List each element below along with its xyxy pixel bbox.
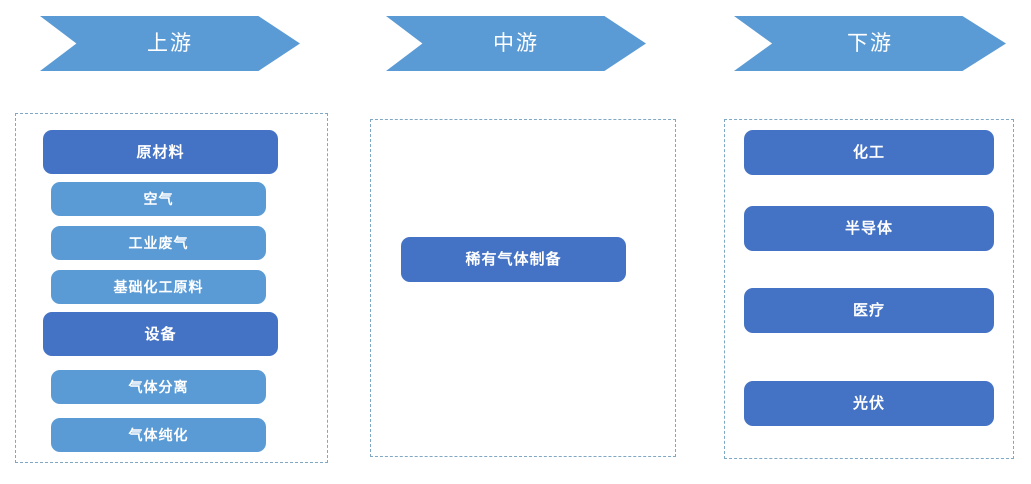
node-upstream-4: 设备	[43, 312, 278, 356]
node-upstream-1: 空气	[51, 182, 266, 216]
node-label-upstream-0: 原材料	[136, 143, 185, 161]
node-label-upstream-1: 空气	[143, 191, 174, 207]
column-upstream: 上游 原材料 空气 工业废气 基础化工原料 设备 气体分离 气体纯化	[15, 0, 328, 484]
column-midstream: 中游 稀有气体制备	[370, 0, 676, 484]
node-label-upstream-5: 气体分离	[128, 379, 189, 395]
node-label-downstream-0: 化工	[852, 144, 885, 161]
node-midstream-0: 稀有气体制备	[401, 237, 626, 282]
node-label-upstream-3: 基础化工原料	[113, 279, 204, 295]
chevron-header-midstream: 中游	[386, 16, 646, 71]
node-upstream-5: 气体分离	[51, 370, 266, 404]
node-label-downstream-1: 半导体	[844, 220, 893, 237]
chevron-header-downstream: 下游	[734, 16, 1006, 71]
chevron-header-upstream: 上游	[40, 16, 300, 71]
chevron-label-downstream: 下游	[847, 32, 893, 55]
node-label-downstream-3: 光伏	[852, 395, 885, 412]
dashed-container-midstream	[370, 119, 676, 457]
node-label-upstream-2: 工业废气	[128, 235, 189, 251]
dashed-container-upstream	[15, 113, 328, 463]
node-upstream-6: 气体纯化	[51, 418, 266, 452]
node-downstream-0: 化工	[744, 130, 994, 175]
node-downstream-2: 医疗	[744, 288, 994, 333]
node-upstream-3: 基础化工原料	[51, 270, 266, 304]
node-label-upstream-4: 设备	[144, 325, 177, 343]
node-label-downstream-2: 医疗	[852, 302, 885, 319]
node-downstream-3: 光伏	[744, 381, 994, 426]
node-upstream-0: 原材料	[43, 130, 278, 174]
chevron-label-midstream: 中游	[493, 32, 539, 55]
node-label-midstream-0: 稀有气体制备	[465, 251, 562, 268]
chevron-label-upstream: 上游	[147, 32, 193, 55]
node-label-upstream-6: 气体纯化	[128, 427, 189, 443]
node-downstream-1: 半导体	[744, 206, 994, 251]
node-upstream-2: 工业废气	[51, 226, 266, 260]
dashed-container-downstream	[724, 119, 1014, 459]
column-downstream: 下游 化工 半导体 医疗 光伏	[724, 0, 1014, 484]
